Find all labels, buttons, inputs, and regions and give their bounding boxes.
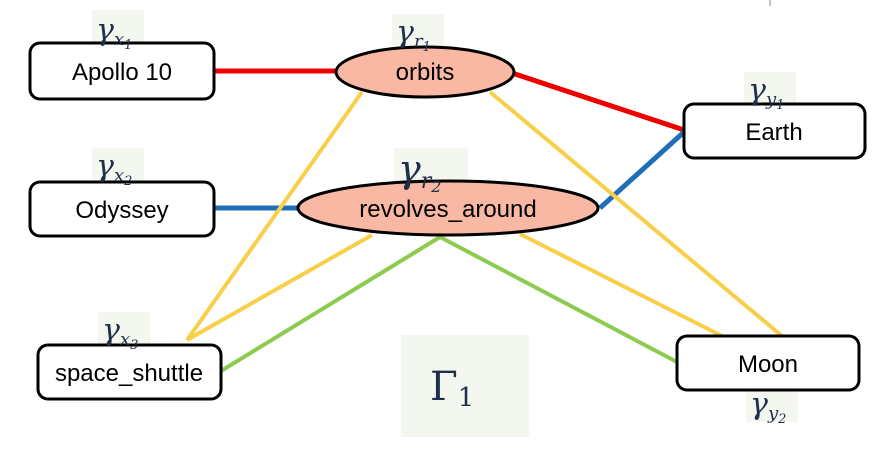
gamma-bg-x1 — [92, 10, 144, 46]
gamma-label-r2: γr2 — [398, 147, 441, 196]
edge-shuttle-revolves-green — [219, 235, 442, 373]
graph-label: Γ1 — [430, 364, 474, 413]
relation-label: revolves_around — [359, 196, 536, 223]
node-moon[interactable]: Moon — [675, 334, 861, 392]
node-label: space_shuttle — [55, 360, 203, 387]
gamma-label-x1: γx1 — [96, 13, 132, 53]
node-label: Apollo 10 — [72, 59, 172, 86]
gamma-label-y2: γy2 — [750, 387, 786, 427]
node-space-shuttle[interactable]: space_shuttle — [36, 343, 223, 401]
gamma-bg-x2 — [92, 148, 144, 184]
edge-orbits-moon — [488, 90, 784, 338]
relation-label: orbits — [396, 59, 455, 86]
edge-revolves-moon-green — [439, 235, 678, 364]
gamma-label-x2: γx2 — [96, 149, 132, 189]
node-odyssey[interactable]: Odyssey — [28, 180, 216, 238]
node-label: Odyssey — [75, 197, 168, 224]
relation-revolves-around[interactable]: revolves_around — [296, 179, 600, 237]
gamma-label-y1: γy1 — [748, 73, 784, 113]
node-earth[interactable]: Earth — [682, 102, 867, 160]
node-label: Earth — [745, 119, 802, 146]
relation-orbits[interactable]: orbits — [334, 45, 516, 99]
node-apollo-10[interactable]: Apollo 10 — [28, 41, 216, 101]
edge-revolves-moon — [519, 232, 723, 338]
gamma-bg-x3 — [98, 312, 150, 348]
edge-shuttle-revolves — [186, 233, 373, 342]
gamma-label-r1: γr1 — [396, 15, 431, 55]
gamma-label-x3: γx3 — [102, 313, 138, 353]
gamma-bg-y1 — [744, 72, 796, 108]
graph-label-bg — [401, 335, 529, 437]
edge-shuttle-orbits — [185, 90, 364, 342]
gamma-bg-r1 — [392, 14, 444, 50]
edge-orbits-earth — [511, 70, 685, 133]
node-label: Moon — [738, 351, 798, 378]
gamma-bg-y2 — [746, 386, 798, 422]
